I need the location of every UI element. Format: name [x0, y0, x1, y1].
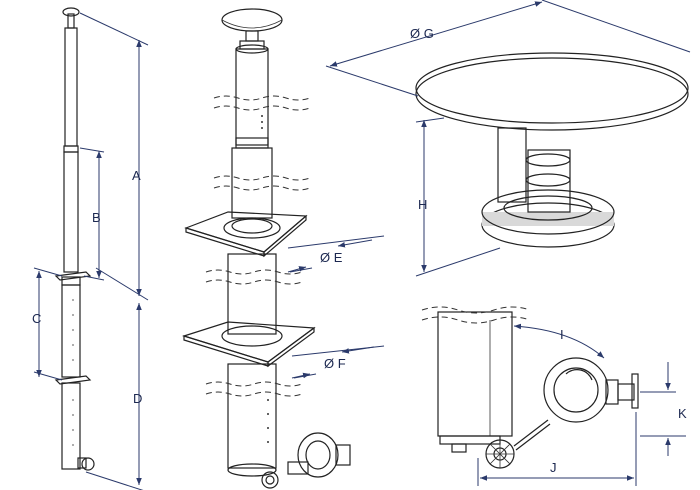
label-d: D	[133, 391, 142, 406]
dimension-h: H	[415, 117, 501, 277]
label-a: A	[132, 168, 141, 183]
dimension-d: D	[85, 303, 144, 490]
dimension-e: Ø E	[287, 235, 385, 273]
motor-detail-view	[421, 306, 639, 469]
dimension-a: A	[79, 12, 149, 301]
label-j: J	[550, 460, 557, 475]
dimension-j: J	[477, 412, 637, 486]
dimension-b: B	[79, 147, 105, 281]
label-b: B	[92, 210, 101, 225]
dimension-f: Ø F	[291, 345, 385, 379]
label-h: H	[418, 197, 427, 212]
label-f: Ø F	[324, 356, 346, 371]
label-c: C	[32, 311, 41, 326]
mast-elevation	[54, 7, 95, 471]
dimension-k: K	[640, 362, 687, 456]
dimension-g: Ø G	[325, 0, 691, 97]
dimension-i: I	[513, 323, 605, 359]
label-k: K	[678, 406, 687, 421]
label-i: I	[560, 327, 564, 342]
antenna-dish-view	[415, 52, 689, 248]
label-g: Ø G	[410, 26, 434, 41]
mast-section-view	[181, 8, 351, 489]
label-e: Ø E	[320, 250, 343, 265]
dimension-c: C	[32, 267, 63, 381]
